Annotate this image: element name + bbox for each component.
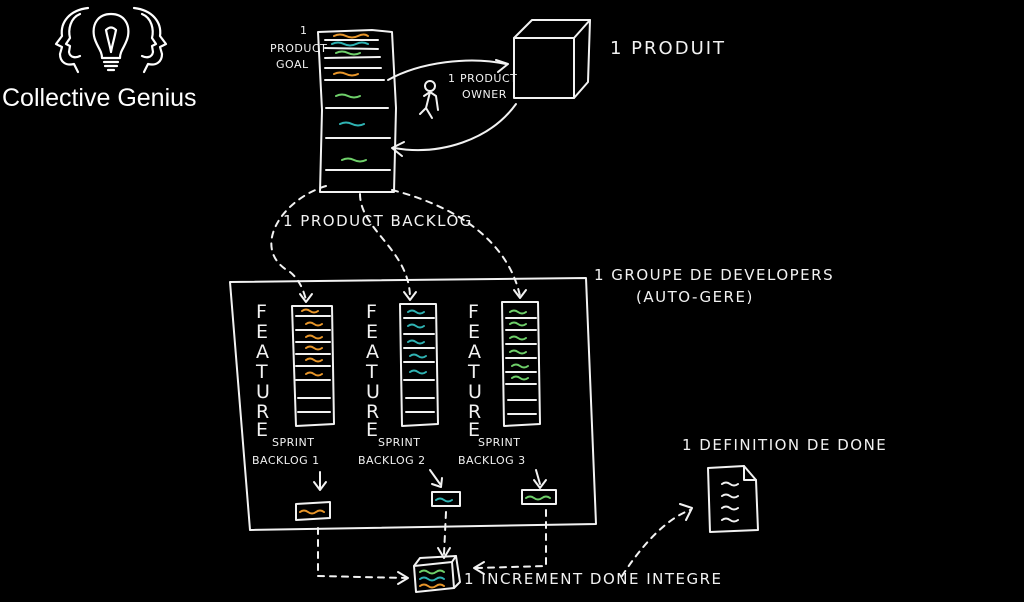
document-icon — [707, 465, 759, 533]
feature-2-letters: F E A T U R E 2 — [365, 301, 380, 441]
feature-3-letter: R — [468, 401, 481, 423]
lightbulb-faces-icon — [54, 6, 168, 74]
logo-text: Collective Genius — [2, 84, 197, 112]
feature-1-letter: T — [255, 361, 268, 383]
feature-3-letter: A — [468, 341, 481, 363]
feature-2-letter: E — [366, 419, 378, 441]
sprint-backlog-3-title: SPRINT — [478, 436, 520, 449]
arrow-to-product — [387, 59, 507, 81]
feature-1-letter: R — [256, 401, 269, 423]
feature-3-letter: E — [468, 321, 480, 343]
increment-feature-3 — [521, 489, 557, 505]
sprint-backlog-2-label: BACKLOG 2 — [358, 454, 426, 467]
developers-label-2: (AUTO-GERE) — [636, 288, 754, 306]
feature-2-letter: T — [365, 361, 378, 383]
developers-label-1: 1 GROUPE DE DEVELOPERS — [594, 266, 834, 284]
product-goal-label-2: GOAL — [276, 58, 309, 71]
product-goal-number: 1 — [300, 24, 308, 37]
feature-1-letter: A — [256, 341, 269, 363]
feature-1-letter: U — [256, 381, 270, 403]
feature-1-letter: E — [256, 419, 268, 441]
feature-2-letter: F — [366, 301, 377, 323]
feature-3-letter: T — [467, 361, 480, 383]
feature-3-letter: E — [468, 419, 480, 441]
increment-label: 1 INCREMENT DONE INTEGRE — [464, 570, 723, 588]
feature-2-letter: A — [366, 341, 379, 363]
backlog-to-sprint-arrows — [270, 185, 521, 301]
feature-3-letter: F — [468, 301, 479, 323]
product-owner-label-1: PRODUCT — [460, 72, 517, 85]
increment-feature-1 — [295, 501, 331, 521]
product-backlog-column — [317, 29, 397, 193]
integrated-increment — [413, 555, 461, 593]
feature-3-letter: U — [468, 381, 482, 403]
sprint-backlog-3 — [501, 301, 541, 427]
feature-1-letters: F E A T U R E 1 — [255, 301, 270, 441]
increment-feature-2 — [431, 491, 461, 507]
sprint-backlog-3-label: BACKLOG 3 — [458, 454, 526, 467]
feature-2-letter: R — [366, 401, 379, 423]
product-backlog-label: 1 PRODUCT BACKLOG — [283, 212, 473, 230]
feature-3-letters: F E A T U R E 3 — [467, 301, 482, 441]
feature-2-letter: E — [366, 321, 378, 343]
cube-icon — [513, 19, 591, 99]
developers-group-box — [229, 277, 597, 531]
product-label: 1 PRODUIT — [610, 38, 726, 59]
sprint-backlog-1 — [291, 305, 335, 427]
sprint-backlog-2 — [399, 303, 439, 427]
product-owner-number: 1 — [448, 72, 456, 85]
definition-of-done-label: 1 DEFINITION DE DONE — [682, 436, 887, 454]
feature-1-letter: F — [256, 301, 267, 323]
feature-1-letter: E — [256, 321, 268, 343]
sprint-backlog-2-title: SPRINT — [378, 436, 420, 449]
person-icon — [419, 80, 439, 119]
feature-2-letter: U — [366, 381, 380, 403]
increment-merge-lines — [317, 509, 691, 579]
arrow-to-backlog — [393, 103, 517, 152]
product-goal-label-1: PRODUCT — [270, 42, 327, 55]
sprint-backlog-1-label: BACKLOG 1 — [252, 454, 320, 467]
sprint-backlog-1-title: SPRINT — [272, 436, 314, 449]
product-owner-label-2: OWNER — [462, 88, 507, 101]
